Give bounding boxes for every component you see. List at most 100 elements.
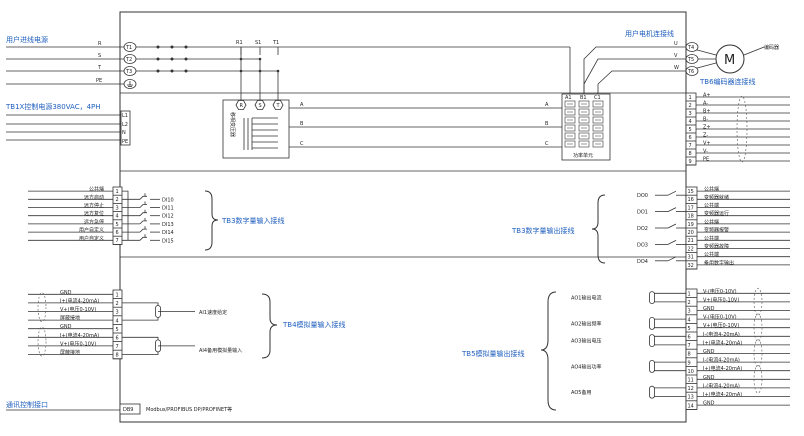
tb5-ao-loop	[651, 361, 686, 372]
tb5-brace	[540, 291, 557, 411]
tb3-input-label: 远方急停	[84, 218, 104, 225]
tb4-shield-1	[37, 292, 47, 323]
tb3-input-brace	[204, 190, 219, 251]
tb5-label: I+(电流4-20mA)	[703, 339, 742, 346]
tb4-label: GND	[60, 324, 72, 330]
bus-label-s1: S1	[255, 40, 261, 46]
ao-resistor-icon	[649, 385, 655, 399]
relay-contact-icon	[667, 190, 677, 196]
svg-text:T2: T2	[125, 57, 132, 63]
motor-phase-u: U	[674, 41, 678, 47]
encoder-label: 编码器	[764, 44, 779, 51]
tb3-do-label: DO2	[637, 226, 648, 232]
tb5-label: I-(电流4-20mA)	[703, 331, 740, 338]
tb3-output-label: 变频器报警	[704, 227, 729, 234]
tb5-ao-loop	[651, 318, 686, 329]
tb4-title: TB4模拟量输入接线	[282, 320, 346, 329]
tb3-input-pin: 5	[116, 222, 119, 228]
tb1x-pin-2: L2	[122, 122, 128, 128]
tb5-label: I+(电流4-20mA)	[703, 365, 742, 372]
tb1x-pin-3: N	[122, 130, 126, 136]
tb3-input-pin: 6	[116, 230, 119, 236]
tb4-label: V+(电压0-10V)	[60, 306, 96, 313]
tb6-pin-number: 8	[689, 151, 692, 157]
tb3-do-label: DO4	[637, 259, 648, 265]
terminal-t6: T6	[685, 66, 699, 76]
tb5-label: V-(电压0-10V)	[703, 288, 737, 295]
svg-text:T: T	[276, 103, 281, 109]
relay-contact-icon	[667, 207, 677, 212]
encoder-title: TB6编码器连接线	[699, 77, 756, 86]
tb5-label: I+(电流4-20mA)	[703, 391, 742, 398]
cell-label-c1: C1	[594, 95, 601, 101]
tb3-output-pin: 31	[688, 255, 694, 261]
phase-label-t: T	[97, 65, 102, 71]
tb6-signal-label: A-	[703, 101, 708, 107]
power-cells-icon	[564, 100, 604, 148]
tb1x-block	[120, 110, 131, 146]
abc-label-a-right: A	[545, 102, 549, 108]
tb6-signal-label: PE	[703, 157, 709, 163]
tb4-brace	[261, 293, 278, 359]
tb3-output-label: 备用数字输出	[704, 259, 734, 266]
bus-label-t1: T1	[272, 40, 279, 46]
svg-text:T3: T3	[125, 69, 132, 75]
switch-contact-icon	[139, 228, 147, 233]
tb3-input-title: TB3数字量输入接线	[221, 216, 285, 225]
svg-text:T1: T1	[125, 45, 132, 51]
tb4-label: 屏蔽接地	[60, 315, 80, 322]
tb3-input-pin: 2	[116, 197, 119, 203]
terminal-t5: T5	[685, 54, 699, 64]
cell-label-a1: A1	[565, 95, 572, 101]
tb5-ao-loop	[651, 387, 686, 397]
tb3-output-pin: 16	[688, 197, 694, 203]
tb3-input-pin: 3	[116, 205, 119, 211]
terminal-t3: T3	[123, 66, 137, 76]
tb4-label: V+(电压0-10V)	[60, 340, 96, 347]
tb4-ai-loop	[122, 302, 159, 321]
transformer-box	[222, 99, 290, 159]
tb4-ai-loop	[122, 336, 159, 355]
abc-lines	[289, 107, 562, 148]
relay-contact-icon	[667, 256, 677, 262]
cell-label-b1: B1	[580, 95, 587, 101]
tb4-pin: 2	[116, 301, 119, 307]
switch-contact-icon	[139, 220, 147, 225]
transformer-label: 移相变压器	[229, 112, 236, 137]
tb1x-pin-4: PE	[122, 139, 128, 145]
tb6-signal-label: A+	[703, 93, 711, 99]
abc-label-b-right: B	[545, 121, 549, 127]
abc-label-c-left: C	[300, 141, 304, 147]
tb3-di-label: DI12	[162, 214, 174, 220]
tb6-pin-number: 9	[689, 159, 692, 165]
motor-phase-v: V	[674, 53, 678, 59]
tb3-input-label: 公共端	[89, 186, 104, 193]
motor-icon: M	[715, 44, 745, 74]
tb5-label: V-(电压0-10V)	[703, 314, 737, 321]
tb5-ao-loop	[651, 292, 686, 303]
tb3-output-pin: 21	[688, 238, 694, 244]
ao-resistor-icon	[649, 359, 655, 373]
svg-text:DB9: DB9	[123, 407, 133, 413]
abc-label-b-left: B	[300, 121, 304, 127]
tb3-input-label: 用户自定义	[79, 235, 104, 242]
tb5-ao-label: AO4输出功率	[571, 363, 601, 370]
tb3-input-label: 用户自定义	[79, 227, 104, 234]
comm-title: 通讯控制接口	[6, 400, 48, 409]
relay-contact-icon	[667, 240, 677, 245]
tb3-di-label: DI14	[162, 230, 174, 236]
tb5-label: GND	[703, 306, 715, 312]
motor-phase-w: W	[674, 65, 679, 71]
tb5-label: I-(电流4-20mA)	[703, 357, 740, 364]
tb1x-pin-1: L1	[122, 113, 128, 119]
tb5-ao-label: AO1输出电流	[571, 295, 601, 302]
power-unit-label: 功率单元	[573, 152, 593, 159]
tb5-shield	[753, 313, 763, 342]
abc-label-c-right: C	[545, 141, 549, 147]
ao-resistor-icon	[649, 291, 655, 305]
tb6-signal-label: Z-	[703, 133, 708, 139]
tb6-shield	[736, 95, 748, 163]
